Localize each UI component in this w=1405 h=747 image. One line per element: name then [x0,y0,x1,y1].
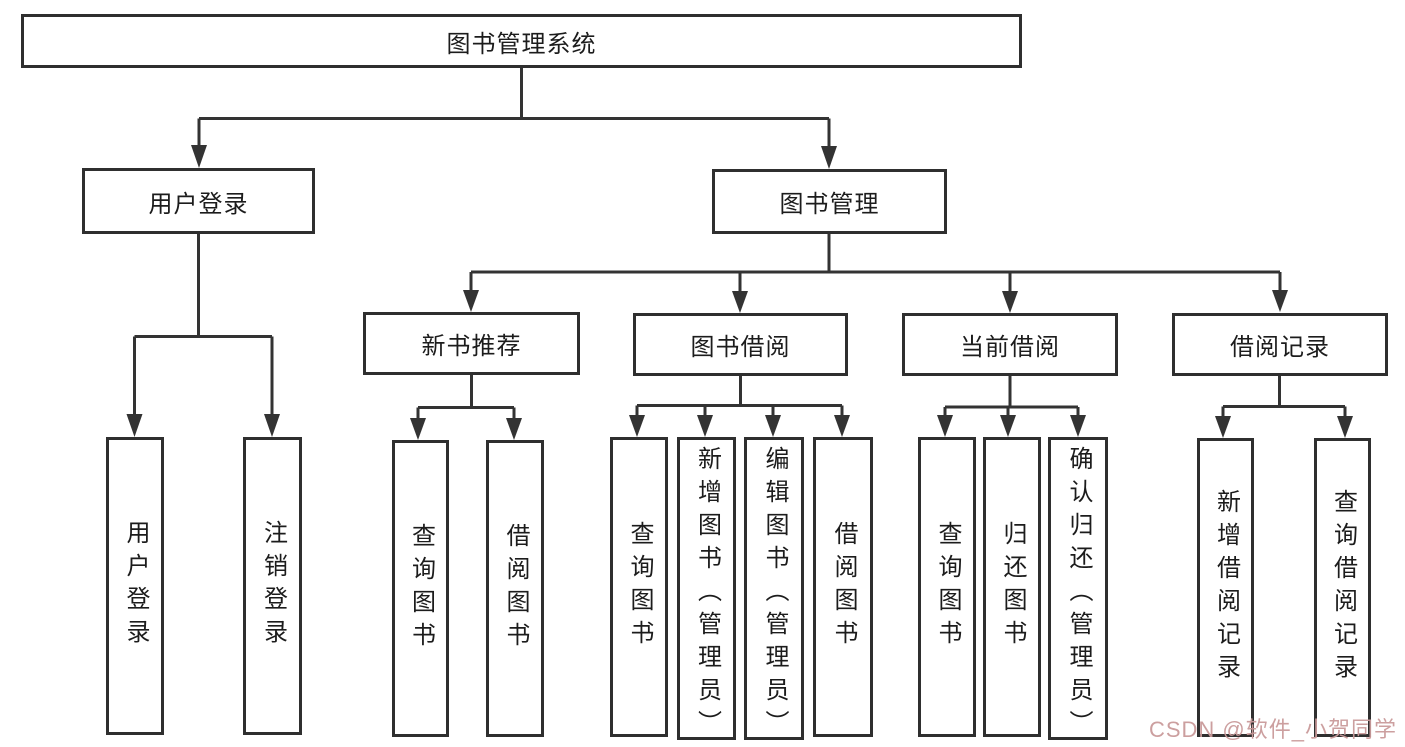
arrowhead [1272,290,1288,312]
arrowhead [834,415,850,437]
connector-lines [133,67,1347,419]
connector-new-book-recommend [418,374,514,409]
arrowhead [1215,416,1231,438]
arrowhead [937,415,953,437]
leaf-add-book-admin: 新增图书（管理员） [677,437,736,743]
leaf-logout: 注销登录 [243,437,302,735]
arrowhead [1002,291,1018,313]
node-borrow-records: 借阅记录 [1172,313,1388,376]
connector-book-management [471,233,1280,274]
arrowhead [191,145,207,168]
arrowhead [1337,416,1353,438]
arrowhead [629,415,645,437]
connector-borrow-records [1223,375,1345,408]
leaf-confirm-return-admin: 确认归还（管理员） [1048,437,1108,743]
node-book-management: 图书管理 [712,169,947,234]
leaf-return-book: 归还图书 [983,437,1041,737]
leaf-edit-book-admin: 编辑图书（管理员） [744,437,804,743]
connector-user-login [134,233,272,338]
leaf-query-books-borrow: 查询图书 [610,437,668,737]
leaf-borrow-books-recommend: 借阅图书 [486,440,544,737]
leaf-add-borrow-record: 新增借阅记录 [1197,438,1254,737]
arrowhead [821,146,837,169]
watermark-text: CSDN @软件_小贺同学 [1148,717,1397,742]
arrowhead [506,418,522,440]
node-user-login: 用户登录 [82,168,315,234]
arrowhead [697,415,713,437]
node-book-borrow: 图书借阅 [633,313,848,376]
arrowhead [463,290,479,312]
leaf-query-borrow-record: 查询借阅记录 [1314,438,1371,737]
node-current-borrow: 当前借阅 [902,313,1118,376]
leaf-query-books-current: 查询图书 [918,437,976,737]
leaf-query-books-recommend: 查询图书 [392,440,449,737]
arrowhead [1070,415,1086,437]
node-root: 图书管理系统 [21,14,1022,68]
arrowheads [126,145,1353,440]
leaf-borrow-books-borrow: 借阅图书 [813,437,873,737]
arrowhead [410,418,426,440]
leaf-user-login: 用户登录 [106,437,164,735]
connector-current-borrow [945,375,1078,409]
connector-root [199,67,829,120]
arrowhead [126,414,143,437]
arrowhead [765,415,781,437]
connector-book-borrow [637,375,842,407]
node-new-book-recommend: 新书推荐 [363,312,580,375]
arrowhead [732,291,748,313]
arrowhead [264,414,280,437]
arrowhead [1000,415,1016,437]
